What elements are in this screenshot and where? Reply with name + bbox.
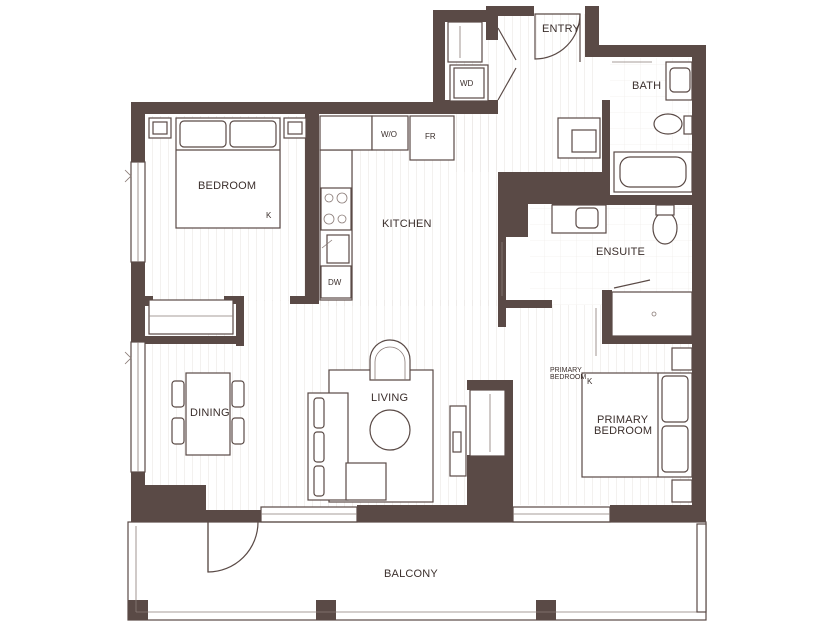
label-wd: WD — [460, 79, 474, 88]
label-fr: FR — [425, 132, 436, 141]
label-primary-2: BEDROOM — [594, 425, 652, 437]
label-bedroom: BEDROOM — [198, 180, 256, 192]
label-primary-small-1: PRIMARY — [550, 367, 582, 374]
label-bedroom-bed: K — [266, 211, 272, 220]
label-dw: DW — [328, 278, 342, 287]
living-furniture — [307, 339, 467, 503]
room-labels: ENTRY BATH WD W/O FR BEDROOM K KITCHEN D… — [190, 23, 661, 580]
bath-fixtures — [612, 61, 693, 193]
label-bath: BATH — [632, 80, 661, 92]
label-ensuite: ENSUITE — [596, 246, 645, 258]
balcony-outline — [127, 521, 707, 621]
label-primary-1: PRIMARY — [597, 414, 649, 426]
label-living: LIVING — [371, 392, 408, 404]
label-wo: W/O — [381, 130, 397, 139]
label-primary-small-2: BEDROOM — [550, 374, 586, 381]
windows — [124, 161, 611, 523]
dining-furniture — [171, 372, 245, 456]
label-entry: ENTRY — [542, 23, 581, 35]
doors — [207, 13, 651, 573]
ensuite-fixtures — [501, 204, 693, 356]
walls — [128, 6, 706, 620]
bedroom-furniture — [148, 117, 307, 335]
entry-fixtures — [447, 21, 601, 159]
kitchen-fixtures — [319, 115, 455, 301]
label-kitchen: KITCHEN — [382, 218, 432, 230]
label-dining: DINING — [190, 407, 230, 419]
label-primary-bed: K — [587, 377, 593, 386]
label-balcony: BALCONY — [384, 568, 438, 580]
primary-bedroom-furniture — [469, 347, 693, 503]
